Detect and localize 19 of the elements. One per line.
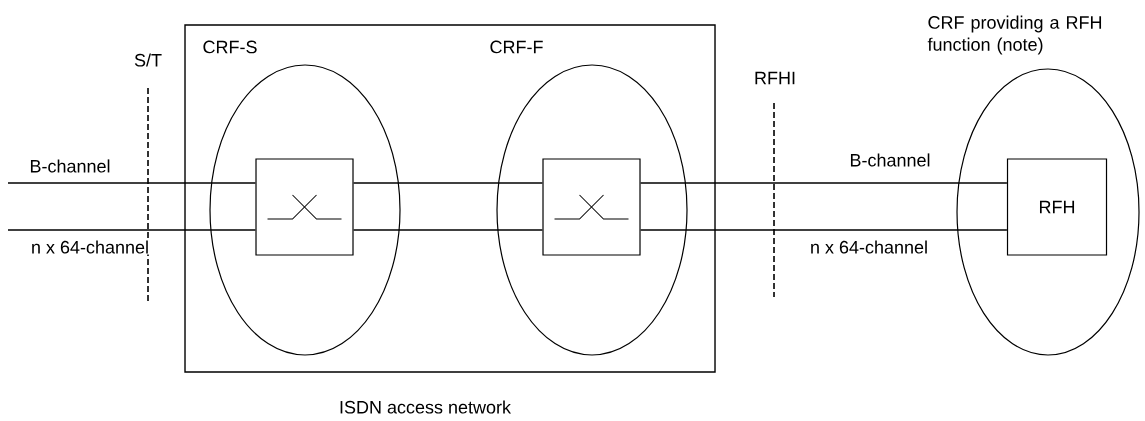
function-label: CRF-S [203,40,257,54]
edge-label: n x 64-channel [29,239,151,255]
edge-label: B-channel [28,158,112,174]
channel-line [7,229,257,231]
channel-line [639,229,1008,231]
edge-label: B-channel [848,152,932,168]
function-box: RFH [1006,158,1108,256]
switch-box [255,158,354,256]
channel-line [7,182,257,184]
edge-label: n x 64-channel [808,239,930,255]
interface-label: RFHI [753,70,797,86]
channel-line [352,182,544,184]
interface-label: S/T [133,52,163,68]
function-label: CRF-F [490,40,543,54]
channel-line [352,229,544,231]
function-label: CRF providing a RFH function (note) [927,15,1102,55]
network-label: ISDN access network [340,400,512,414]
switch-box [542,158,641,256]
channel-line [639,182,1008,184]
